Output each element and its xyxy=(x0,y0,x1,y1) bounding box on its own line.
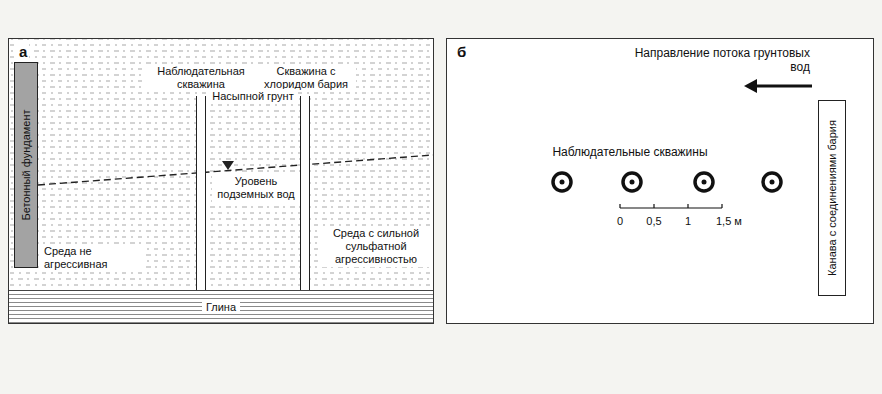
clay-layer: Глина xyxy=(9,290,433,323)
panel-letter: а xyxy=(17,43,29,60)
panel-letter: б xyxy=(455,43,468,60)
well-label: Скважина с хлоридом бария xyxy=(256,64,356,92)
soil-hatching xyxy=(9,39,433,290)
scale-number: 1,5 м xyxy=(716,211,766,229)
layer-label: Насыпной грунт xyxy=(210,89,295,104)
well-label: Наблюдательная скважина xyxy=(146,64,256,92)
layer-label: Насыпной грунт xyxy=(208,86,298,104)
scale-number: 0,5 xyxy=(639,211,669,229)
flow-label: Направление потока грунтовых вод xyxy=(630,46,810,74)
vertical-label: Канава с соединениями бария xyxy=(827,120,838,276)
water-level-label: Уровень подземных вод xyxy=(212,174,300,202)
flow-arrow xyxy=(754,85,812,88)
panel-frame: бКанава с соединениями бария xyxy=(446,38,874,324)
zone-label: Среда с сильной сульфатной агрессивность… xyxy=(320,226,432,267)
scale-number: 1 xyxy=(685,215,691,228)
concrete-foundation: Бетонный фундамент xyxy=(14,62,38,268)
layer-label: Глина xyxy=(202,301,240,313)
well-pipe xyxy=(300,96,310,300)
scale-number: 0 xyxy=(605,211,635,229)
vertical-label: Бетонный фундамент xyxy=(21,109,32,220)
well-pipe xyxy=(196,96,206,300)
panel-ground xyxy=(446,38,874,324)
scale-number: 1 xyxy=(673,211,703,229)
scale-bar xyxy=(620,204,722,208)
zone-label: Среда не агрессивная xyxy=(42,244,142,272)
scale-number: 0 xyxy=(617,215,623,228)
wells-label: Наблюдательные скважины xyxy=(520,142,740,160)
wells-label: Наблюдательные скважины xyxy=(552,145,707,159)
scale-number: 0,5 xyxy=(646,215,661,228)
flow-arrow-head xyxy=(744,79,757,93)
observation-well-symbols xyxy=(553,173,781,191)
water-level-mark xyxy=(222,161,234,170)
scale-number: 1,5 м xyxy=(716,215,742,228)
flow-label: Направление потока грунтовых вод xyxy=(630,46,810,75)
water-level-label: Уровень подземных вод xyxy=(212,174,300,202)
zone-label: Среда не агрессивная xyxy=(42,244,142,272)
barium-ditch: Канава с соединениями бария xyxy=(818,100,846,296)
zone-label: Среда с сильной сульфатной агрессивность… xyxy=(320,226,432,267)
